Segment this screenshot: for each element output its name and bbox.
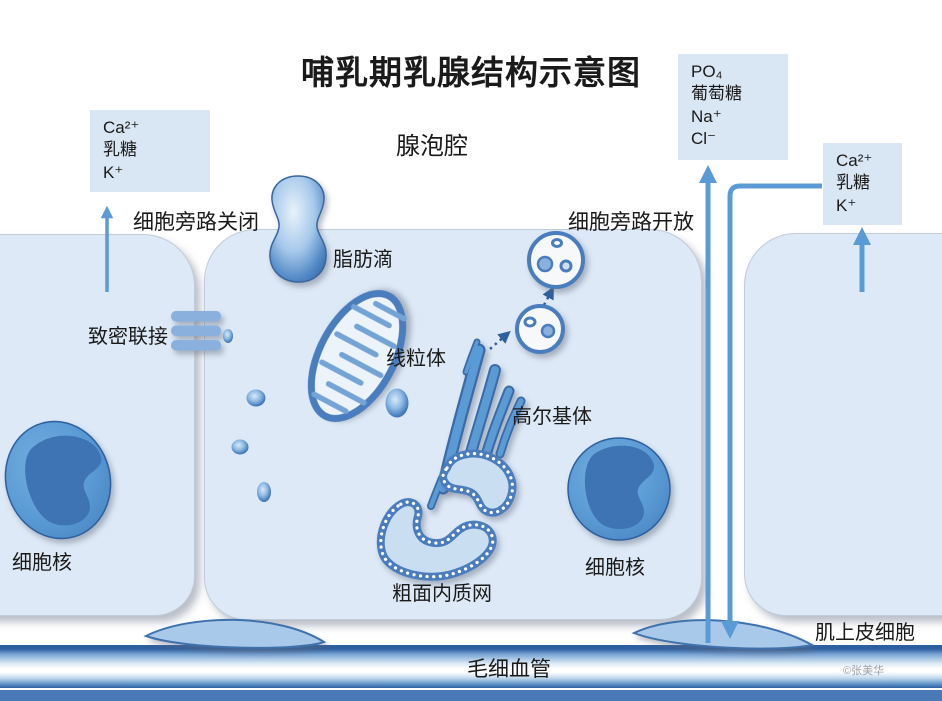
down-arrow-from-ca-box [721,183,822,639]
alveolar-lumen-label: 腺泡腔 [396,133,468,160]
substance-box-top-right: PO₄ 葡萄糖 Na⁺ Cl⁻ [678,54,788,160]
nucleus-left-shape [4,420,112,540]
fat-droplet-shape [269,175,327,283]
substance-box-top-left: Ca²⁺ 乳糖 K⁺ [90,110,210,192]
rough-er-label: 粗面内质网 [392,583,492,605]
nucleus-right-label: 细胞核 [585,557,645,579]
vesicle-transport-arrows [489,286,554,350]
diagram-title: 哺乳期乳腺结构示意图 [301,54,641,91]
substance-line: Cl⁻ [691,129,717,149]
substance-box-right: Ca²⁺ 乳糖 K⁺ [823,143,902,225]
epithelial-cell-left [0,234,195,616]
bottom-edge-bar [0,690,942,701]
nucleus-right-shape [567,437,671,541]
small-vesicles [223,329,409,502]
golgi-label: 高尔基体 [512,406,592,428]
substance-line: Ca²⁺ [103,118,140,137]
epithelial-cell-right [744,233,942,616]
substance-line: PO₄ [691,62,723,81]
capillary-label: 毛细血管 [467,658,551,681]
substance-line: 乳糖 [103,140,137,160]
tight-junction-bars [171,311,221,351]
transport-arrows [100,165,871,643]
paracellular-open-label: 细胞旁路开放 [568,211,694,234]
mitochondrion-shape [307,289,407,423]
watermark: ©张美华 [843,665,885,677]
substance-line: Na⁺ [691,106,722,126]
substance-line: K⁺ [836,195,857,215]
substance-line: 乳糖 [836,173,870,193]
myoepithelial-cell-right-shape [631,619,815,650]
mitochondrion-label: 线粒体 [386,348,446,370]
secretory-vesicle-lower [515,304,565,354]
substance-line: 葡萄糖 [691,84,742,104]
nucleus-left-label: 细胞核 [12,552,72,574]
substance-line: Ca²⁺ [836,151,873,170]
myoepithelial-cell-left-shape [143,618,327,649]
paracellular-closed-label: 细胞旁路关闭 [133,211,259,234]
tight-junction-label: 致密联接 [88,326,168,348]
rough-er-shape [376,449,517,581]
myoepithelial-cell-label: 肌上皮细胞 [815,622,915,644]
capillary-band [0,645,942,688]
secretory-vesicle-upper [527,231,585,289]
fat-droplet-label: 脂肪滴 [333,249,393,271]
substance-line: K⁺ [103,162,124,182]
